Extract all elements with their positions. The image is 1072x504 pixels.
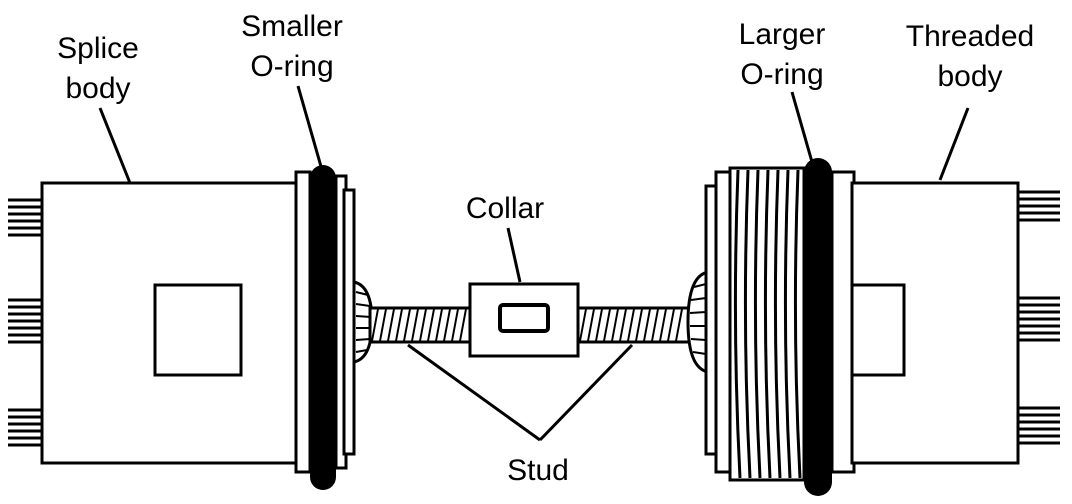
right-stud-boss (686, 270, 710, 374)
collar-slot (498, 303, 550, 333)
label-threaded-body-1: Threaded (906, 20, 1034, 53)
threaded-section-threads (733, 169, 802, 479)
smaller-oring (310, 165, 336, 490)
left-body-window (153, 283, 243, 377)
leader-larger-oring (790, 91, 814, 163)
right-wire-ends (1018, 190, 1060, 445)
leader-stud-left (407, 343, 541, 442)
leader-threaded-body (938, 107, 970, 181)
right-flange-plate-2 (714, 170, 732, 474)
label-splice-body-2: body (65, 72, 130, 105)
right-threaded-body (704, 166, 1060, 482)
stud-assembly (352, 270, 710, 374)
right-body-window (850, 283, 906, 377)
left-flange-plate (294, 170, 312, 474)
larger-oring (804, 158, 832, 496)
label-collar: Collar (466, 192, 544, 225)
label-smaller-oring-1: Smaller (241, 10, 343, 43)
label-smaller-oring-2: O-ring (250, 50, 333, 83)
label-stud: Stud (507, 454, 569, 487)
leader-splice-body (98, 107, 132, 184)
leader-collar (506, 227, 522, 283)
left-wire-ends (8, 198, 42, 447)
right-stud-threads (579, 308, 683, 342)
label-larger-oring-1: Larger (739, 18, 826, 51)
labels: Splice body Smaller O-ring Collar Larger… (57, 10, 1034, 487)
label-splice-body-1: Splice (57, 32, 139, 65)
leader-stud-right (538, 343, 634, 442)
label-threaded-body-2: body (937, 60, 1002, 93)
left-stud-threads (371, 308, 467, 342)
leader-smaller-oring (296, 85, 324, 171)
label-larger-oring-2: O-ring (740, 58, 823, 91)
leader-lines (98, 85, 970, 442)
left-splice-body (8, 170, 356, 474)
